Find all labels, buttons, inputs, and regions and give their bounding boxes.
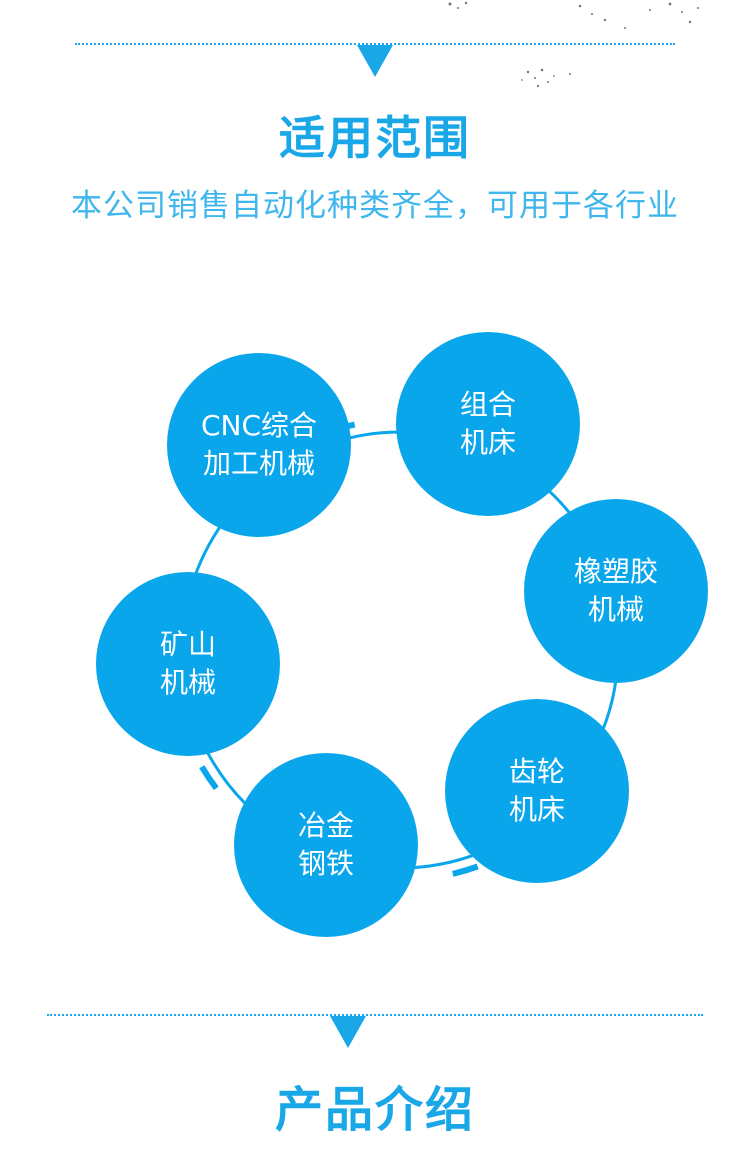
node-label-line2: 钢铁 <box>297 847 354 880</box>
node-label-line2: 机械 <box>587 593 644 626</box>
section-title: 适用范围 <box>279 111 471 165</box>
node-label-line1: 矿山 <box>159 628 216 661</box>
industry-node-rubber: 橡塑胶 机械 <box>524 499 708 683</box>
node-label-line2: 加工机械 <box>202 447 315 480</box>
node-label-line1: 组合 <box>459 388 516 421</box>
industry-node-gear: 齿轮 机床 <box>445 699 629 883</box>
bottom-divider <box>47 1014 703 1016</box>
industry-node-mining: 矿山 机械 <box>96 572 280 756</box>
product-intro-title: 产品介绍 <box>274 1082 475 1138</box>
down-triangle-icon <box>357 45 393 77</box>
down-triangle-icon <box>330 1016 366 1048</box>
industry-node-combined: 组合 机床 <box>396 332 580 516</box>
speckle-decoration <box>448 1 699 88</box>
node-label-line1: CNC综合 <box>200 409 318 442</box>
industry-node-cnc: CNC综合 加工机械 <box>167 353 351 537</box>
node-label-line2: 机床 <box>508 793 565 826</box>
top-divider <box>75 43 675 45</box>
node-label-line1: 齿轮 <box>508 755 565 788</box>
node-label-line2: 机床 <box>459 426 516 459</box>
node-label-line2: 机械 <box>159 666 216 699</box>
section-subtitle: 本公司销售自动化种类齐全，可用于各行业 <box>71 188 679 224</box>
industry-node-metallurgy: 冶金 钢铁 <box>234 753 418 937</box>
node-label-line1: 橡塑胶 <box>573 555 658 588</box>
node-label-line1: 冶金 <box>297 809 354 842</box>
